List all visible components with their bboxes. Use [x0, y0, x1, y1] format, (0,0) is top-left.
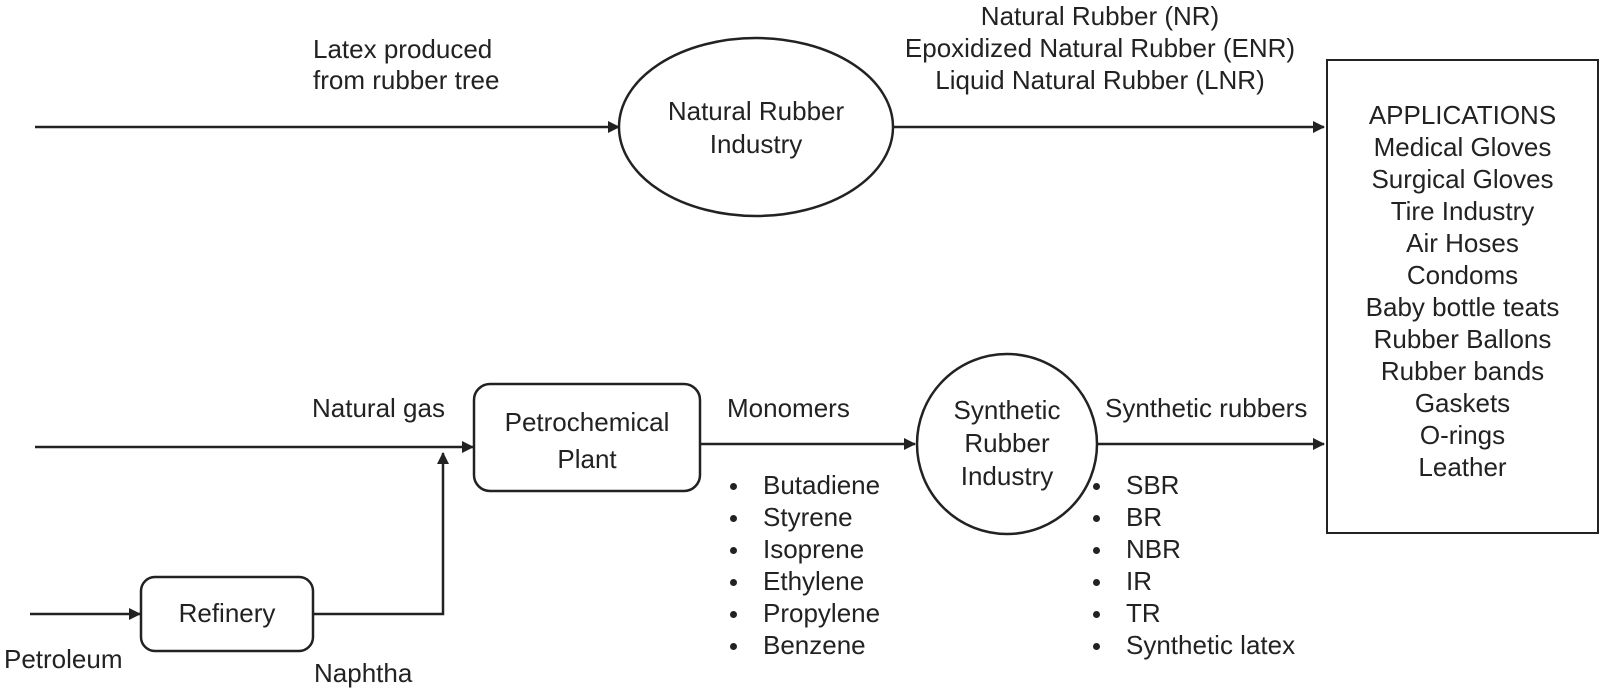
application-item: O-rings [1419, 420, 1506, 450]
monomer-item: Propylene [727, 597, 880, 629]
application-item: Medical Gloves [1373, 132, 1552, 162]
natural-rubber-industry-label: Natural Rubber Industry [626, 95, 886, 161]
application-item: Baby bottle teats [1365, 292, 1560, 322]
latex-label-line: Latex produced [313, 34, 493, 64]
naphtha-label: Naphtha [314, 658, 413, 688]
petrochemical-plant-node [472, 382, 702, 493]
natural-gas-label: Natural gas [312, 393, 445, 423]
application-item: Air Hoses [1406, 228, 1519, 258]
application-item: Gaskets [1414, 388, 1511, 418]
synthetic-rubber-item: BR [1090, 501, 1295, 533]
naphtha-arrow [313, 452, 449, 616]
synthetic-rubber-industry-label: Synthetic Rubber Industry [917, 394, 1097, 493]
natural-product-item: Liquid Natural Rubber (LNR) [935, 65, 1265, 95]
node-label-line: Rubber [964, 428, 1050, 458]
petroleum-label: Petroleum [4, 644, 123, 674]
synthetic-rubbers-label: Synthetic rubbers [1105, 393, 1308, 423]
node-label-line: Plant [557, 444, 617, 474]
application-item: Condoms [1406, 260, 1519, 290]
monomers-label: Monomers [727, 393, 850, 423]
applications-title: APPLICATIONS [1368, 100, 1557, 130]
application-item: Tire Industry [1390, 196, 1535, 226]
synthetic-rubber-list: SBR BR NBR IR TR Synthetic latex [1090, 469, 1295, 661]
application-item: Rubber Ballons [1373, 324, 1552, 354]
applications-box: APPLICATIONS Medical Gloves Surgical Glo… [1326, 59, 1599, 534]
monomer-item: Benzene [727, 629, 880, 661]
synthetic-rubber-item: IR [1090, 565, 1295, 597]
synthetic-rubber-item: Synthetic latex [1090, 629, 1295, 661]
petrochemical-plant-label: Petrochemical Plant [474, 404, 700, 478]
application-item: Rubber bands [1380, 356, 1545, 386]
monomer-item: Ethylene [727, 565, 880, 597]
natural-product-item: Epoxidized Natural Rubber (ENR) [904, 33, 1296, 63]
applications-list: Medical Gloves Surgical Gloves Tire Indu… [1328, 131, 1597, 483]
monomer-item: Styrene [727, 501, 880, 533]
node-label-line: Petrochemical [504, 407, 670, 437]
latex-label: Latex produced from rubber tree [313, 34, 499, 96]
natural-product-item: Natural Rubber (NR) [980, 1, 1220, 31]
monomer-item: Butadiene [727, 469, 880, 501]
application-item: Leather [1418, 452, 1507, 482]
node-label-line: Natural Rubber [667, 96, 845, 126]
synthetic-rubber-item: TR [1090, 597, 1295, 629]
natural-rubber-products-label: Natural Rubber (NR) Epoxidized Natural R… [895, 0, 1305, 96]
synthetic-rubber-item: NBR [1090, 533, 1295, 565]
application-item: Surgical Gloves [1371, 164, 1554, 194]
node-label-line: Synthetic [953, 395, 1061, 425]
monomer-list: Butadiene Styrene Isoprene Ethylene Prop… [727, 469, 880, 661]
synthetic-rubber-item: SBR [1090, 469, 1295, 501]
node-label-line: Industry [960, 461, 1054, 491]
refinery-label: Refinery [178, 598, 276, 628]
monomer-item: Isoprene [727, 533, 880, 565]
node-label-line: Industry [709, 129, 803, 159]
latex-label-line: from rubber tree [313, 65, 500, 95]
